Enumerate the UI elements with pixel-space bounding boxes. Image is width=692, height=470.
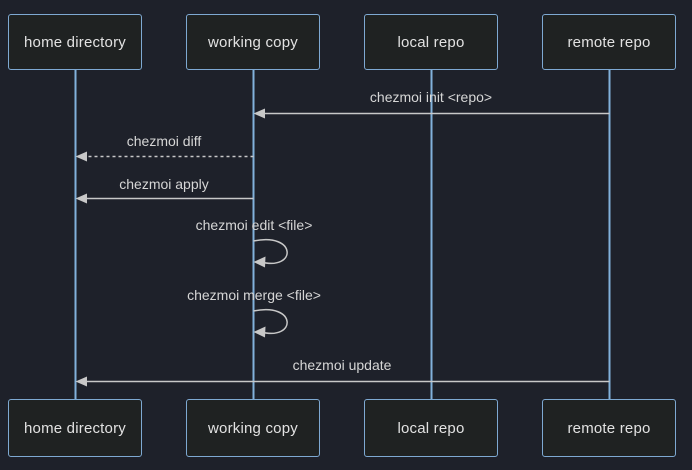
message-label-chezmoi-init: chezmoi init <repo> [369, 89, 493, 105]
message-label-chezmoi-edit: chezmoi edit <file> [195, 217, 313, 233]
actor-working-copy-bottom: working copy [186, 399, 320, 457]
actor-remote-repo-top: remote repo [542, 14, 676, 70]
arrowhead-chezmoi-merge [253, 326, 266, 338]
message-label-chezmoi-diff: chezmoi diff [126, 133, 202, 149]
actor-local-repo-top: local repo [364, 14, 498, 70]
arrowhead-chezmoi-init [253, 108, 265, 119]
signal-chezmoi-merge-loop [253, 308, 288, 335]
actor-label: local repo [397, 419, 465, 437]
arrowhead-chezmoi-edit [253, 256, 266, 268]
actor-label: home directory [23, 33, 126, 51]
message-label-chezmoi-update: chezmoi update [292, 357, 392, 373]
message-label-chezmoi-apply: chezmoi apply [119, 176, 209, 192]
actor-remote-repo-bottom: remote repo [542, 399, 676, 457]
arrowhead-chezmoi-apply [75, 193, 87, 204]
actor-label: working copy [208, 419, 298, 437]
actor-label: home directory [23, 419, 126, 437]
actor-home-directory-top: home directory [8, 14, 142, 70]
actor-label: remote repo [567, 419, 651, 437]
arrowhead-chezmoi-update [75, 376, 87, 387]
actor-label: local repo [397, 33, 465, 51]
actor-home-directory-bottom: home directory [8, 399, 142, 457]
actor-label: working copy [208, 33, 298, 51]
signal-chezmoi-edit-loop [253, 238, 288, 265]
actor-label: remote repo [567, 33, 651, 51]
message-label-chezmoi-merge: chezmoi merge <file> [187, 287, 321, 303]
actor-working-copy-top: working copy [186, 14, 320, 70]
arrowhead-chezmoi-diff [75, 151, 87, 162]
actor-local-repo-bottom: local repo [364, 399, 498, 457]
